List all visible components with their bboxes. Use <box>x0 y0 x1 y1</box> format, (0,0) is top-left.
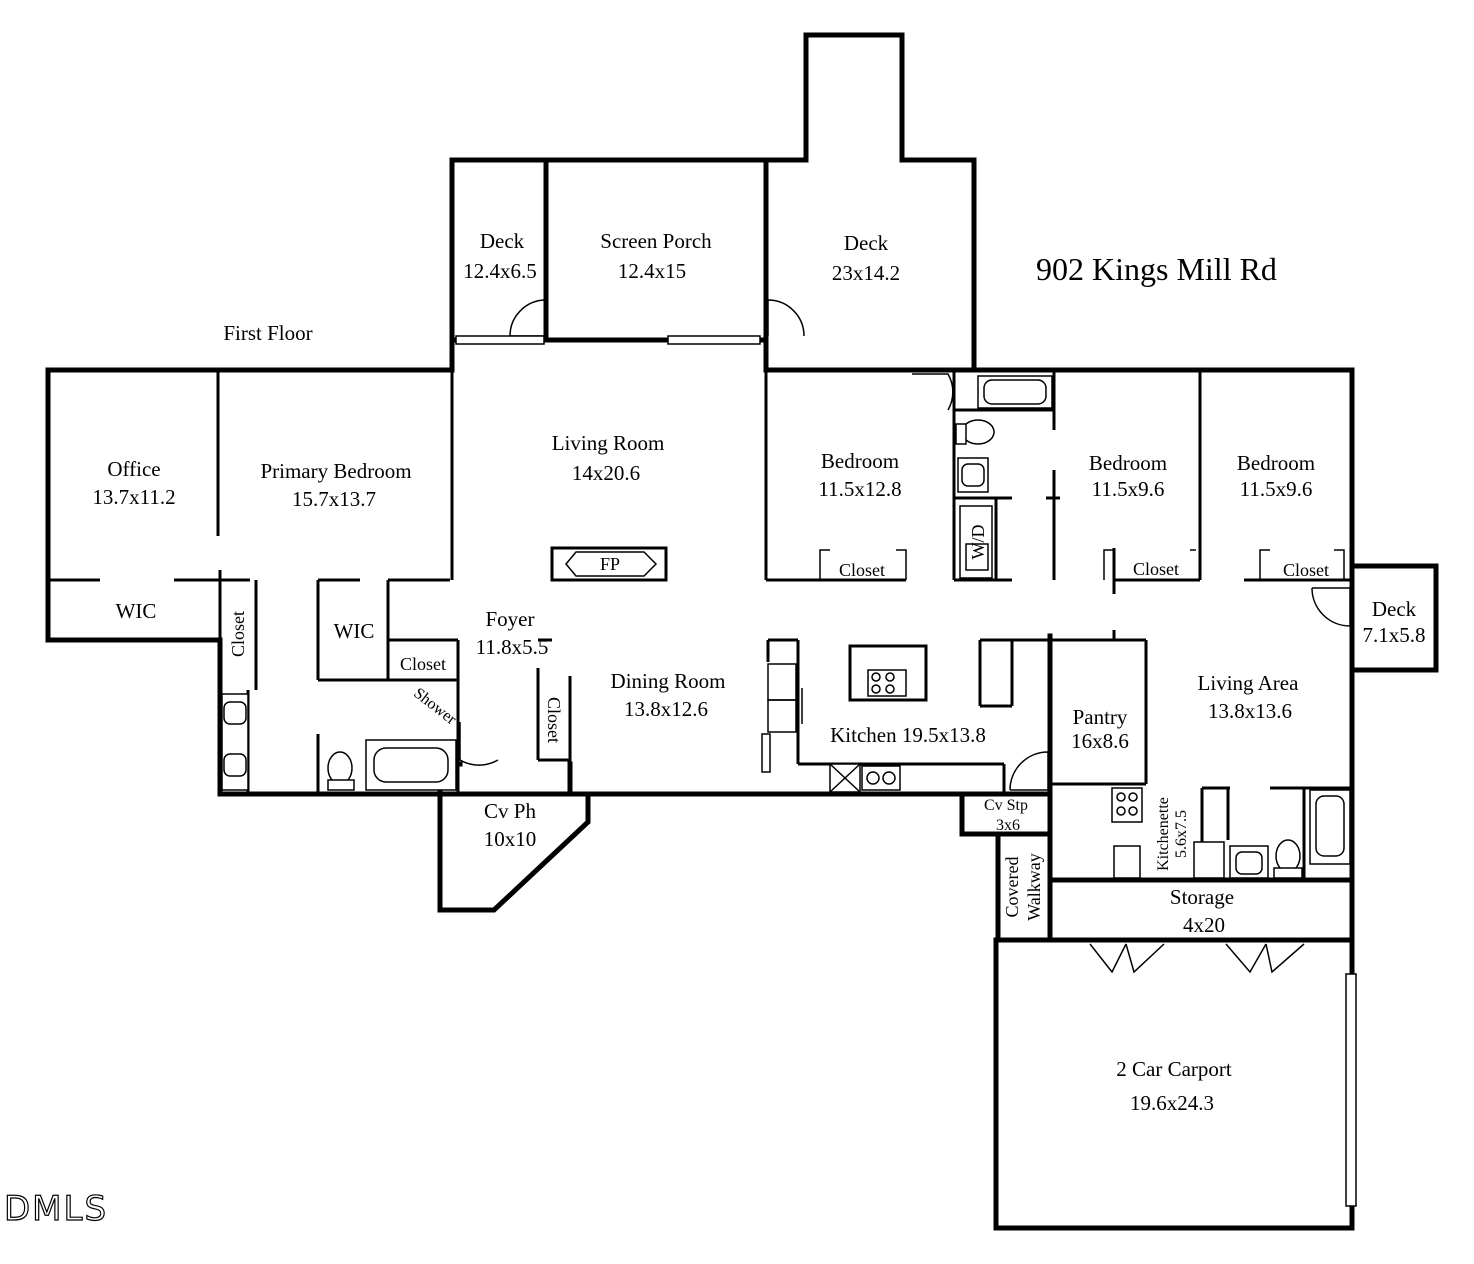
primary-bedroom-size: 15.7x13.7 <box>292 487 376 511</box>
closet-primary-label: Closet <box>400 654 446 674</box>
bedroom-2-name: Bedroom <box>1089 451 1167 475</box>
storage-size: 4x20 <box>1183 913 1225 937</box>
deck-left-name: Deck <box>480 229 525 253</box>
storage-name: Storage <box>1170 885 1234 909</box>
deck-left-size: 12.4x6.5 <box>463 259 537 283</box>
deck-center-size: 23x14.2 <box>832 261 900 285</box>
screen-porch-name: Screen Porch <box>600 229 712 253</box>
closet-vertical-label: Closet <box>228 611 248 657</box>
bedroom-2-size: 11.5x9.6 <box>1092 477 1165 501</box>
dining-room-size: 13.8x12.6 <box>624 697 708 721</box>
shower-label: Shower <box>410 685 460 729</box>
bedroom-3-size: 11.5x9.6 <box>1240 477 1313 501</box>
carport-size: 19.6x24.3 <box>1130 1091 1214 1115</box>
plan-title: 902 Kings Mill Rd <box>1036 251 1277 287</box>
kitchen-label: Kitchen 19.5x13.8 <box>830 723 986 747</box>
living-room-name: Living Room <box>552 431 665 455</box>
bedroom-3-name: Bedroom <box>1237 451 1315 475</box>
cv-stp-name: Cv Stp <box>984 797 1028 814</box>
closet-bed1-label: Closet <box>839 560 885 580</box>
fixtures <box>221 375 1351 879</box>
doors <box>455 299 1357 1207</box>
pantry-size: 16x8.6 <box>1071 729 1129 753</box>
office-size: 13.7x11.2 <box>92 485 175 509</box>
living-area-size: 13.8x13.6 <box>1208 699 1292 723</box>
kitchenette-name: Kitchenette <box>1155 797 1172 871</box>
laundry-label: W/D <box>968 525 988 560</box>
deck-center-name: Deck <box>844 231 889 255</box>
deck-right-size: 7.1x5.8 <box>1363 623 1426 647</box>
interior-walls <box>48 370 1352 880</box>
dining-room-name: Dining Room <box>611 669 726 693</box>
covered-walkway-line1: Covered <box>1002 857 1022 918</box>
screen-porch-size: 12.4x15 <box>618 259 686 283</box>
pantry-name: Pantry <box>1073 705 1128 729</box>
bedroom-1-size: 11.5x12.8 <box>818 477 901 501</box>
wic-office-label: WIC <box>116 599 157 623</box>
bedroom-1-name: Bedroom <box>821 449 899 473</box>
deck-right-name: Deck <box>1372 597 1417 621</box>
fireplace-label: FP <box>600 554 620 574</box>
cv-stp-size: 3x6 <box>996 817 1020 834</box>
floor-label: First Floor <box>223 321 312 345</box>
closet-foyer-label: Closet <box>544 697 564 743</box>
carport-name: 2 Car Carport <box>1116 1057 1232 1081</box>
wic-primary-label: WIC <box>334 619 375 643</box>
living-room-size: 14x20.6 <box>572 461 640 485</box>
cv-ph-size: 10x10 <box>484 827 537 851</box>
foyer-name: Foyer <box>486 607 535 631</box>
primary-bedroom-name: Primary Bedroom <box>260 459 411 483</box>
foyer-size: 11.8x5.5 <box>476 635 549 659</box>
cv-ph-name: Cv Ph <box>484 799 536 823</box>
closet-bed3-label: Closet <box>1283 560 1329 580</box>
office-name: Office <box>107 457 160 481</box>
covered-walkway-line2: Walkway <box>1024 853 1044 921</box>
closet-bed2-label: Closet <box>1133 559 1179 579</box>
watermark: DMLS <box>4 1189 108 1229</box>
exterior-walls <box>45 32 1439 1231</box>
kitchenette-size: 5.6x7.5 <box>1173 810 1190 858</box>
living-area-name: Living Area <box>1198 671 1300 695</box>
